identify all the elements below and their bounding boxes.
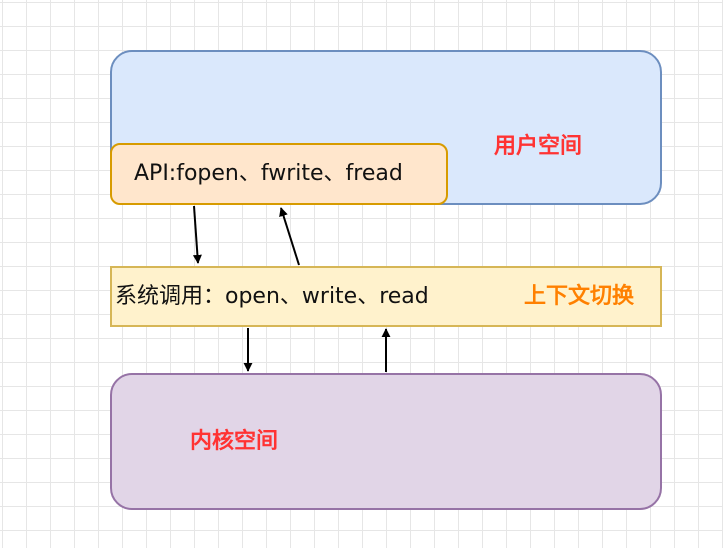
kernel-space-box <box>110 373 662 510</box>
arrow-syscall-to-api <box>279 207 300 266</box>
api-label: API:fopen、fwrite、fread <box>134 161 403 186</box>
syscall-box <box>110 266 662 327</box>
context-switch-label: 上下文切换 <box>524 284 635 309</box>
syscall-label: 系统调用：open、write、read <box>115 284 429 309</box>
api-box <box>110 143 448 205</box>
kernel-space-label: 内核空间 <box>190 429 279 454</box>
arrow-api-to-syscall <box>192 205 202 264</box>
user-space-label: 用户空间 <box>494 134 583 159</box>
